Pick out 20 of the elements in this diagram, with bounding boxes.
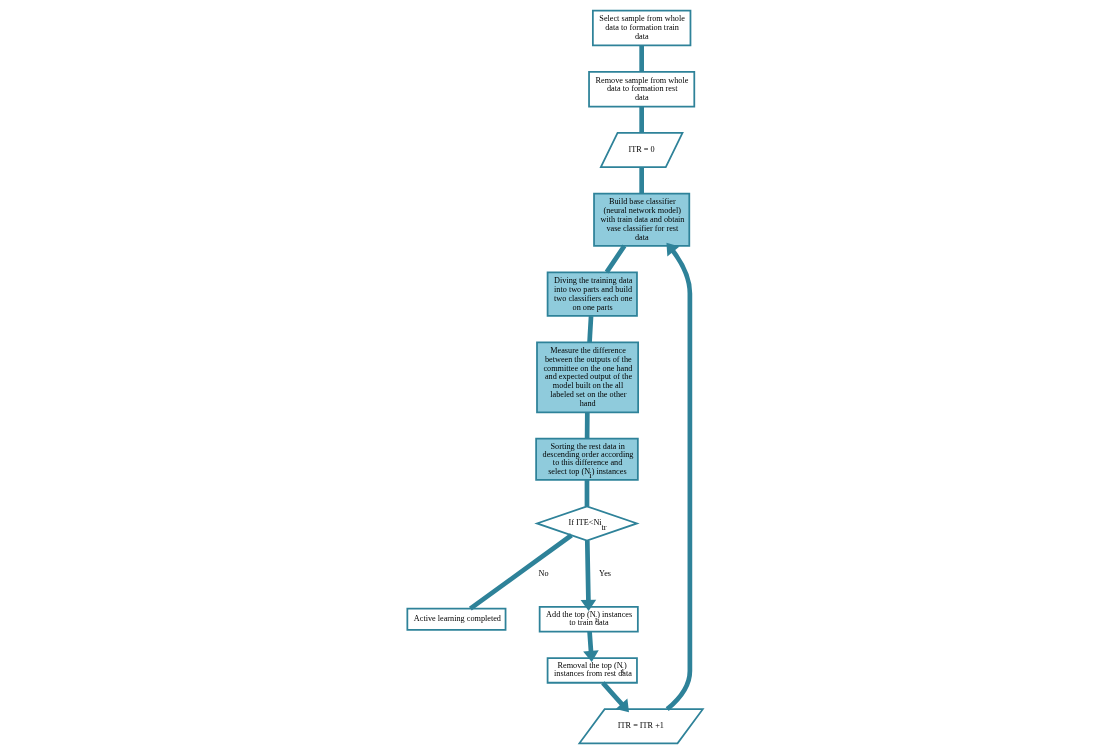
node-box: Select sample from whole data to formation train data (591, 9, 691, 47)
arrow (582, 631, 599, 662)
connector (586, 315, 593, 343)
connector (468, 533, 573, 611)
connector (604, 244, 626, 274)
connector (584, 412, 590, 439)
node-box: Remove sample from whole data to formation rest data (587, 70, 695, 108)
node-box: Active learning completed (405, 607, 506, 631)
arrow (665, 242, 692, 711)
node-box: Build base classifier (neural network model) with train data and obtain vase classifier for rest data (592, 192, 690, 247)
connector (638, 106, 644, 133)
edge-label: No (537, 569, 549, 579)
connector (584, 480, 589, 507)
arrow (600, 681, 629, 713)
node-box: Measure the difference between the outputs of the committee on the one hand and expected output of the model built on the all labeled set on the other hand (535, 341, 639, 414)
connector (638, 167, 644, 194)
arrow (580, 540, 596, 611)
node-box: Diving the training data into two parts and build two classifiers each one on one parts (546, 271, 638, 317)
connector (638, 45, 644, 72)
edge-label: Yes (598, 569, 611, 579)
